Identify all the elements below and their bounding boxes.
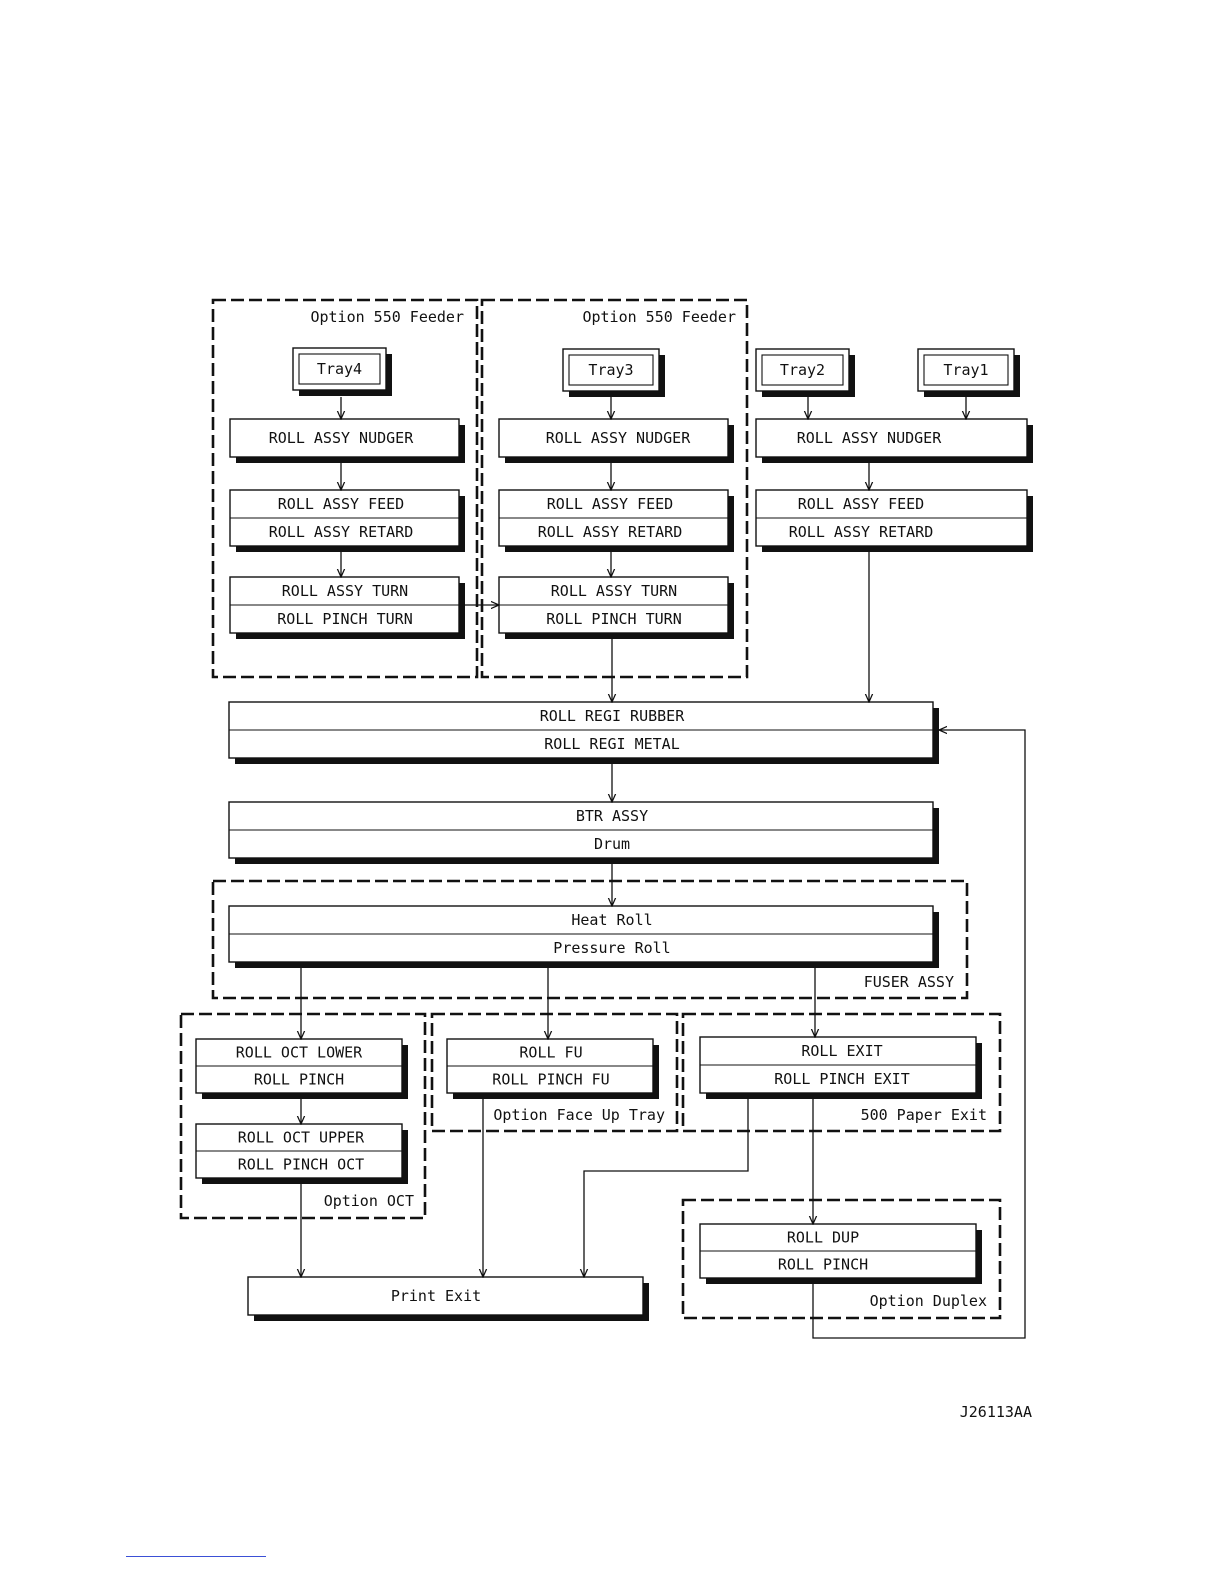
feed-retard-box-tray4-line-2: ROLL ASSY RETARD (269, 523, 414, 541)
print-exit-box: Print Exit (247, 1276, 649, 1321)
regi-box-line-1: ROLL REGI RUBBER (540, 707, 685, 725)
feeder-left-group: Option 550 Feeder (211, 298, 479, 679)
roll-exit-box-line-2: ROLL PINCH EXIT (774, 1070, 909, 1088)
tray4-box: Tray4 (292, 347, 392, 396)
nudger-box-tray3-line-1: ROLL ASSY NUDGER (546, 429, 691, 447)
feed-retard-box-tray4-line-1: ROLL ASSY FEED (278, 495, 404, 513)
btr-drum-box: BTR ASSY Drum (228, 801, 939, 864)
option-face-up-tray-group: Option Face Up Tray (430, 1012, 679, 1133)
nudger-box-tray3: ROLL ASSY NUDGER (498, 418, 734, 463)
tray3-box: Tray3 (562, 348, 665, 397)
option-duplex-group: Option Duplex (681, 1198, 1002, 1320)
feed-retard-box-tray12: ROLL ASSY FEED ROLL ASSY RETARD (755, 489, 1033, 552)
option-face-up-tray-group-label: Option Face Up Tray (493, 1106, 665, 1124)
feed-retard-box-tray12-line-1: ROLL ASSY FEED (798, 495, 924, 513)
tray1-box: Tray1 (917, 348, 1020, 397)
roll-dup-box-line-1: ROLL DUP (787, 1229, 859, 1247)
feed-retard-box-tray12-line-2: ROLL ASSY RETARD (789, 523, 934, 541)
oct-lower-box: ROLL OCT LOWER ROLL PINCH (195, 1038, 408, 1099)
feeder-right-group-label: Option 550 Feeder (582, 308, 736, 326)
footer-rule (126, 1556, 266, 1557)
turn-box-tray3: ROLL ASSY TURN ROLL PINCH TURN (498, 576, 734, 639)
nudger-box-tray4: ROLL ASSY NUDGER (229, 418, 465, 463)
turn-box-tray4: ROLL ASSY TURN ROLL PINCH TURN (229, 576, 465, 639)
tray2-label: Tray2 (780, 361, 825, 379)
roll-exit-box-line-1: ROLL EXIT (801, 1042, 882, 1060)
oct-upper-box: ROLL OCT UPPER ROLL PINCH OCT (195, 1123, 408, 1184)
roll-exit-box: ROLL EXIT ROLL PINCH EXIT (699, 1036, 982, 1099)
option-oct-group: Option OCT (179, 1012, 427, 1220)
dup-return-to-regi-arrow (812, 730, 1026, 1339)
roll-fu-box-line-1: ROLL FU (519, 1044, 582, 1062)
fuser-rolls-box-line-2: Pressure Roll (553, 939, 670, 957)
figure-id: J26113AA (960, 1403, 1032, 1421)
turn-box-tray3-line-2: ROLL PINCH TURN (546, 610, 681, 628)
fuser-group-label: FUSER ASSY (864, 973, 954, 991)
oct-lower-box-line-1: ROLL OCT LOWER (236, 1044, 363, 1062)
paper-exit-500-group-label: 500 Paper Exit (861, 1106, 987, 1124)
fuser-group: FUSER ASSY (211, 879, 969, 1000)
tray1-label: Tray1 (943, 361, 988, 379)
turn-box-tray4-line-1: ROLL ASSY TURN (282, 582, 408, 600)
feeder-left-group-label: Option 550 Feeder (310, 308, 464, 326)
regi-box-line-2: ROLL REGI METAL (544, 735, 679, 753)
roll-dup-box-line-2: ROLL PINCH (778, 1256, 868, 1274)
oct-upper-box-line-2: ROLL PINCH OCT (238, 1156, 364, 1174)
roll-fu-box-line-2: ROLL PINCH FU (492, 1071, 609, 1089)
option-duplex-group-label: Option Duplex (870, 1292, 987, 1310)
nudger-box-tray4-line-1: ROLL ASSY NUDGER (269, 429, 414, 447)
regi-box: ROLL REGI RUBBER ROLL REGI METAL (228, 701, 939, 764)
btr-drum-box-line-2: Drum (594, 835, 630, 853)
tray3-label: Tray3 (588, 361, 633, 379)
roll-exit-to-print-exit-arrow (584, 1099, 749, 1277)
oct-lower-box-line-2: ROLL PINCH (254, 1071, 344, 1089)
feed-retard-box-tray3: ROLL ASSY FEED ROLL ASSY RETARD (498, 489, 734, 552)
fuser-rolls-box-line-1: Heat Roll (571, 911, 652, 929)
turn-box-tray4-line-2: ROLL PINCH TURN (277, 610, 412, 628)
tray2-box: Tray2 (755, 348, 855, 397)
nudger-box-tray12-line-1: ROLL ASSY NUDGER (797, 429, 942, 447)
print-exit-box-line-1: Print Exit (391, 1287, 481, 1305)
feed-retard-box-tray3-line-1: ROLL ASSY FEED (547, 495, 673, 513)
feed-retard-box-tray4: ROLL ASSY FEED ROLL ASSY RETARD (229, 489, 465, 552)
feeder-right-group: Option 550 Feeder (480, 298, 749, 679)
feed-retard-box-tray3-line-2: ROLL ASSY RETARD (538, 523, 683, 541)
roll-dup-box: ROLL DUP ROLL PINCH (699, 1223, 982, 1284)
nudger-box-tray12: ROLL ASSY NUDGER (755, 418, 1033, 463)
turn-box-tray3-line-1: ROLL ASSY TURN (551, 582, 677, 600)
roll-fu-box: ROLL FU ROLL PINCH FU (446, 1038, 659, 1099)
btr-drum-box-line-1: BTR ASSY (576, 807, 648, 825)
tray4-label: Tray4 (317, 360, 362, 378)
option-oct-group-label: Option OCT (324, 1192, 414, 1210)
oct-upper-box-line-1: ROLL OCT UPPER (238, 1129, 365, 1147)
paper-exit-500-group: 500 Paper Exit (681, 1012, 1002, 1133)
